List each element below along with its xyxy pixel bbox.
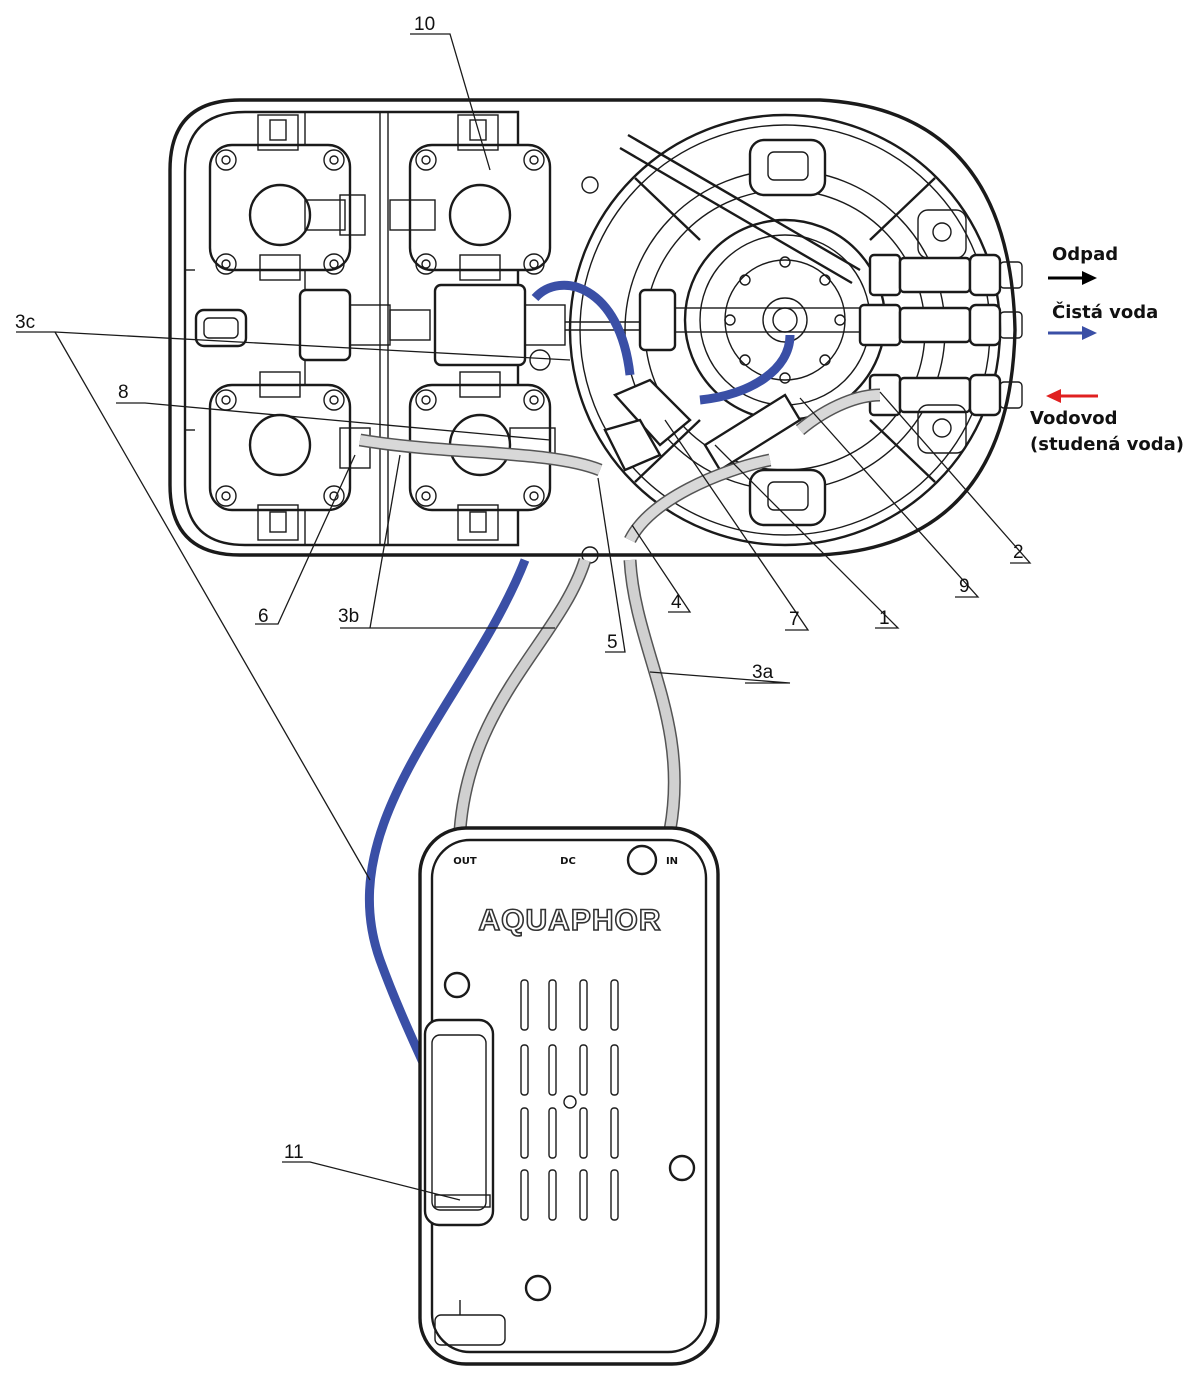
port-in-label: IN — [666, 856, 678, 867]
filter-housing-inner — [183, 110, 520, 547]
callout-11: 11 — [284, 1142, 304, 1163]
legend-supply-label-1: Vodovod — [1030, 408, 1118, 429]
legend-clean-label: Čistá voda — [1052, 301, 1158, 323]
callout-numbers: 10 3c 8 6 3b 5 4 3a 7 1 9 2 11 — [15, 14, 1024, 1163]
legend-supply-label-2: (studená voda) — [1030, 434, 1184, 455]
filter-unit — [168, 98, 1023, 564]
right-fittings — [858, 209, 1023, 454]
callout-6: 6 — [258, 606, 269, 627]
pump-unit: AQUAPHOR OUT DC IN — [418, 826, 720, 1366]
callout-5: 5 — [607, 632, 618, 653]
flow-legend: Odpad Čistá voda Vodovod (studená voda) — [1030, 244, 1184, 455]
pump-brand: AQUAPHOR — [478, 904, 661, 937]
callout-10: 10 — [414, 14, 435, 35]
callout-leaders — [16, 33, 1032, 1201]
callout-2: 2 — [1013, 542, 1024, 563]
callout-8: 8 — [118, 382, 129, 403]
callout-3a: 3a — [752, 662, 774, 683]
supply-arrow-icon — [1046, 389, 1098, 403]
middle-manifold — [298, 283, 640, 371]
filter-head-top-left — [208, 114, 366, 281]
vent-slots — [520, 979, 619, 1221]
legend-waste-label: Odpad — [1052, 244, 1118, 265]
callout-3b: 3b — [338, 606, 359, 627]
callout-3c: 3c — [15, 312, 35, 333]
callout-4: 4 — [671, 592, 682, 613]
clean-water-arrow-icon — [1048, 326, 1097, 340]
callout-1: 1 — [879, 608, 890, 629]
port-dc-label: DC — [560, 856, 576, 867]
membrane-housing — [568, 113, 1002, 564]
callout-9: 9 — [959, 576, 970, 597]
port-out-label: OUT — [453, 856, 477, 867]
filter-head-top-right — [389, 114, 552, 281]
waste-arrow-icon — [1048, 271, 1097, 285]
callout-7: 7 — [789, 609, 800, 630]
handle-slot — [194, 308, 248, 348]
